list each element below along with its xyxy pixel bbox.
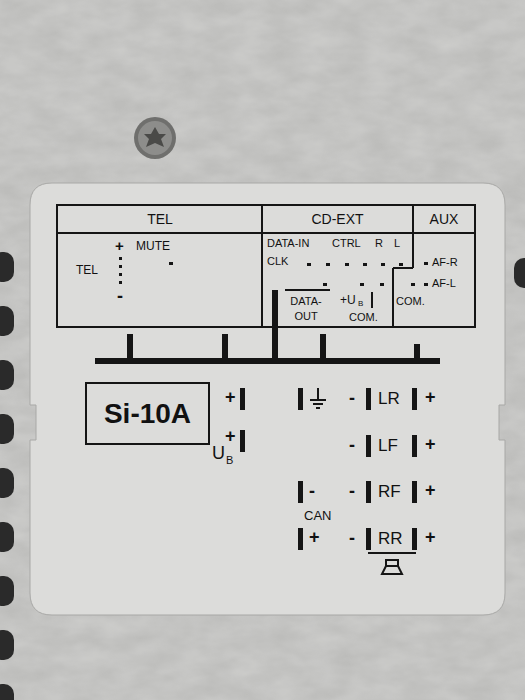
pin-label: B [358,300,363,308]
pin-label: - [349,389,355,407]
pin-label: DATA- OUT [284,294,328,325]
pin-label: + [425,388,436,406]
pin-label: - [349,529,355,547]
pin-label: + [225,427,236,445]
pin-label: - [309,482,315,500]
pin-label: AF-L [432,278,456,289]
pin-label: + [425,481,436,499]
sticker-label [30,183,505,615]
pin-label: CLK [267,256,288,267]
pin-label: - [117,287,123,305]
terminal-bars [240,388,417,550]
pin-label: + [115,238,124,253]
section-title: TEL [147,212,173,226]
key-bus [95,290,440,364]
pin-label: CTRL [332,238,361,249]
pin-label: R [375,238,383,249]
pin-label: - [349,482,355,500]
section-header: CD-EXT [263,206,412,232]
pin-label: RF [378,483,401,500]
pin-label: L [394,238,400,249]
speaker-symbol [368,553,416,574]
pin-label: + [225,388,236,406]
pin-label: - [349,436,355,454]
pin-label: AF-R [432,257,458,268]
pin-label: LF [378,437,398,454]
pin-label: CAN [304,509,331,522]
connector-frame [57,205,475,327]
section-title: AUX [430,212,459,226]
section-title: CD-EXT [311,212,363,226]
section-header: TEL [59,206,261,232]
pin-label: RR [378,530,403,547]
pin-dots [119,257,428,286]
pin-label: +U [340,294,356,306]
pin-label: U [212,444,225,462]
pin-label: + [425,528,436,546]
pin-label: COM. [396,296,425,307]
fuse-rating: Si-10A [104,400,191,428]
pin-label: LR [378,390,400,407]
pin-label: + [425,435,436,453]
pin-label: B [226,455,233,466]
pin-label: DATA-IN [267,238,309,249]
pin-label: COM. [349,312,378,323]
ground-symbol [310,388,326,408]
pin-label: + [309,528,320,546]
torx-screw [134,117,176,159]
pin-label: MUTE [136,240,170,252]
fuse-box: Si-10A [85,382,210,445]
pin-label: TEL [76,264,98,276]
section-header: AUX [414,206,474,232]
